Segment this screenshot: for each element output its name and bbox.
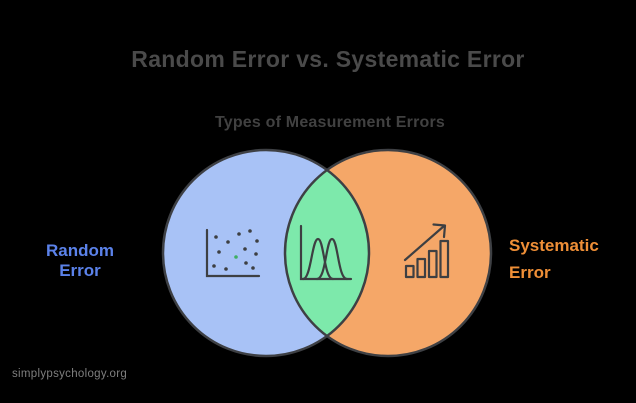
normal-distribution-icon xyxy=(299,224,353,281)
watermark-text: simplypsychology.org xyxy=(12,368,128,380)
left-circle-outline xyxy=(161,148,371,358)
scatter-plot-icon xyxy=(205,228,261,278)
left-circle-label: Random Error xyxy=(46,241,114,280)
diagram-title: Random Error vs. Systematic Error xyxy=(131,46,525,72)
right-circle-outline xyxy=(283,148,493,358)
overlap-region xyxy=(285,150,369,356)
bar-chart-growth-icon xyxy=(403,223,450,279)
diagram-subtitle: Types of Measurement Errors xyxy=(214,114,446,131)
right-circle-label: Systematic Error xyxy=(509,236,599,282)
scatter-highlight-dot xyxy=(234,255,238,259)
